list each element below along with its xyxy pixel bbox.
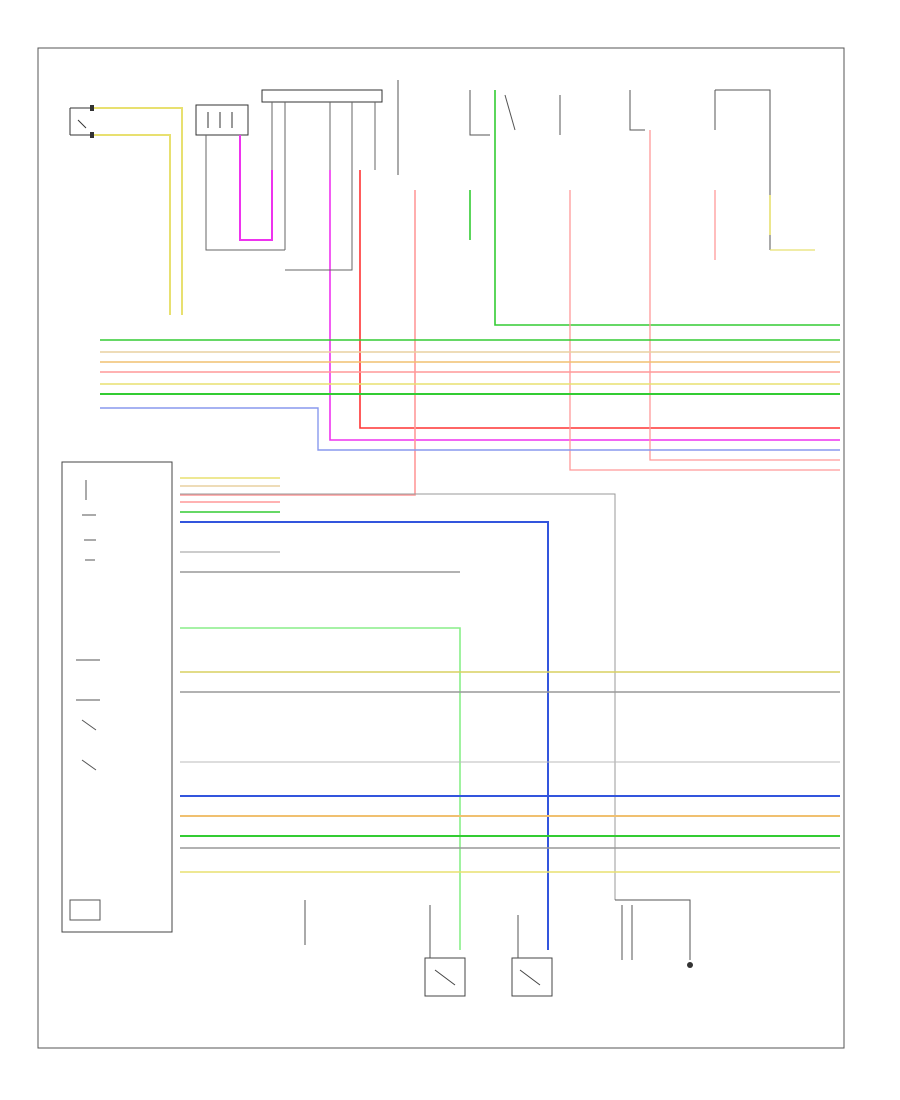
label-placeholders	[100, 145, 160, 185]
connector-block-1-wires	[205, 135, 285, 251]
sensor-top-left-wires	[94, 107, 183, 315]
diagram-border	[37, 47, 845, 1049]
bottom-components	[304, 899, 693, 997]
connector-block-2	[261, 89, 383, 250]
module-output-wires	[180, 477, 840, 950]
sensor-top-left	[69, 105, 94, 138]
top-harness-bus	[100, 339, 840, 451]
control-module-left	[61, 461, 173, 933]
connector-block-2-wires	[285, 170, 840, 441]
connector-block-1	[195, 104, 249, 136]
relay-group-top	[180, 80, 840, 496]
